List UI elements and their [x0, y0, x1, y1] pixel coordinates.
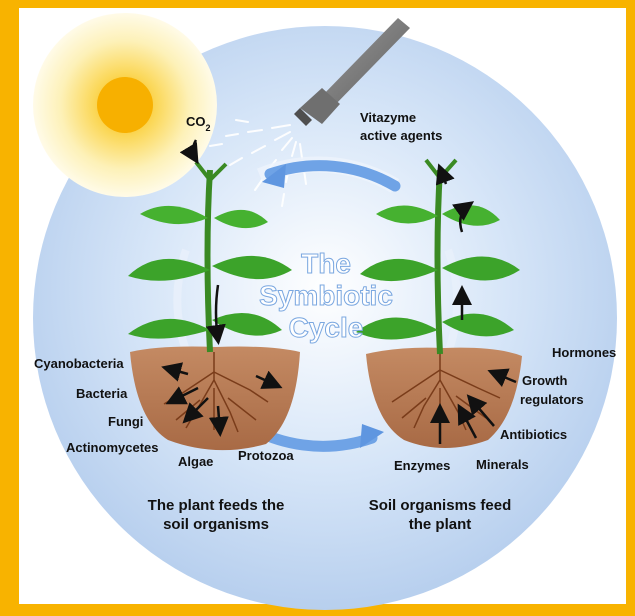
label-actinomycetes: Actinomycetes [66, 440, 158, 455]
title-line-2: Symbiotic [259, 280, 393, 311]
label-antibiotics: Antibiotics [500, 427, 567, 442]
vitazyme-label-line-1: Vitazyme [360, 110, 416, 125]
left-caption-line-2: soil organisms [163, 516, 269, 533]
right-caption-line-1: Soil organisms feed [369, 497, 512, 514]
label-minerals: Minerals [476, 457, 529, 472]
right-caption-line-2: the plant [409, 516, 472, 533]
label-protozoa: Protozoa [238, 448, 294, 463]
label-enzymes: Enzymes [394, 458, 450, 473]
label-growth-line-1: Growth [522, 373, 568, 388]
label-cyanobacteria: Cyanobacteria [34, 356, 124, 371]
left-caption-line-1: The plant feeds the [148, 497, 285, 514]
sun-core [97, 77, 153, 133]
title-line-3: Cycle [289, 312, 364, 343]
label-algae: Algae [178, 454, 213, 469]
label-bacteria: Bacteria [76, 386, 128, 401]
label-hormones: Hormones [552, 345, 616, 360]
label-growth-line-2: regulators [520, 392, 584, 407]
vitazyme-label-line-2: active agents [360, 128, 442, 143]
title-line-1: The [301, 248, 351, 279]
label-fungi: Fungi [108, 414, 143, 429]
